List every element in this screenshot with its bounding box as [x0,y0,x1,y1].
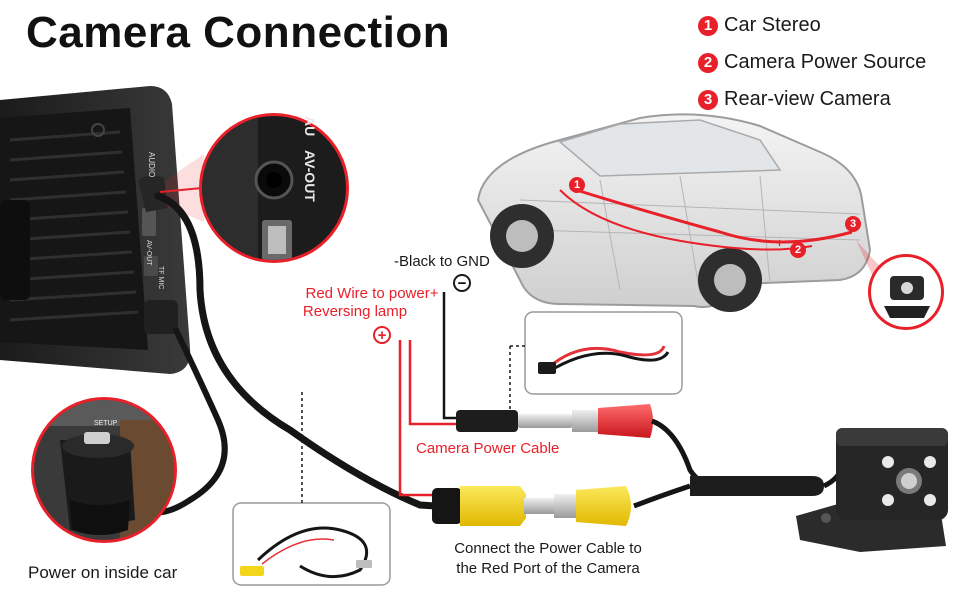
legend-number: 3 [698,89,718,110]
red-wire-label-line2: Reversing lamp [302,303,408,320]
rear-view-camera [796,428,948,552]
legend-item-rear-view-camera: 3 Rear-view Camera [698,88,891,111]
car-marker-3: 3 [845,216,861,232]
av-out-port-zoom [159,113,349,263]
audio-port-label: AUDIO [147,152,156,178]
car-illustration [476,113,872,312]
connect-instruction-line1: Connect the Power Cable to [454,540,642,557]
red-wire-label-line1: Red Wire to power+ [305,285,439,302]
camera-power-cable-label: Camera Power Cable [416,440,560,457]
car-stereo-device [0,86,191,374]
av-cable-inset [232,502,391,586]
legend-item-car-stereo: 1 Car Stereo [698,14,821,37]
legend-label: Rear-view Camera [724,88,891,110]
legend-number: 2 [698,52,718,73]
power-cable-inset [524,311,683,395]
power-plug-zoom [31,397,177,543]
plus-sign-icon: + [373,326,391,344]
red-power-port-connector [572,404,653,438]
connect-instruction-line2: the Red Port of the Camera [456,560,640,577]
av-out-port-label: AV-OUT [145,240,152,266]
minus-sign-icon: − [453,274,471,292]
tf-mic-port-label: TF MIC [157,266,164,290]
zoom-av-out-label: AV-OUT [302,150,318,202]
black-to-gnd-label: -Black to GND [394,253,490,270]
zoom-au-label: AU [302,116,318,137]
rear-camera-zoom [856,240,944,330]
legend-label: Camera Power Source [724,51,927,73]
setup-button-label: SETUP [94,420,118,427]
page-title: Camera Connection [26,8,451,57]
legend-label: Car Stereo [724,14,821,36]
legend-number: 1 [698,15,718,36]
car-marker-2: 2 [790,242,806,258]
legend-item-camera-power-source: 2 Camera Power Source [698,51,926,74]
dc-power-connector [456,410,572,432]
car-plus-sign: + [776,236,784,250]
yellow-rca-male [432,486,554,526]
car-minus-sign: − [812,232,820,246]
yellow-rca-female [554,486,631,526]
car-marker-1: 1 [569,177,585,193]
power-on-inside-car-label: Power on inside car [28,563,178,582]
